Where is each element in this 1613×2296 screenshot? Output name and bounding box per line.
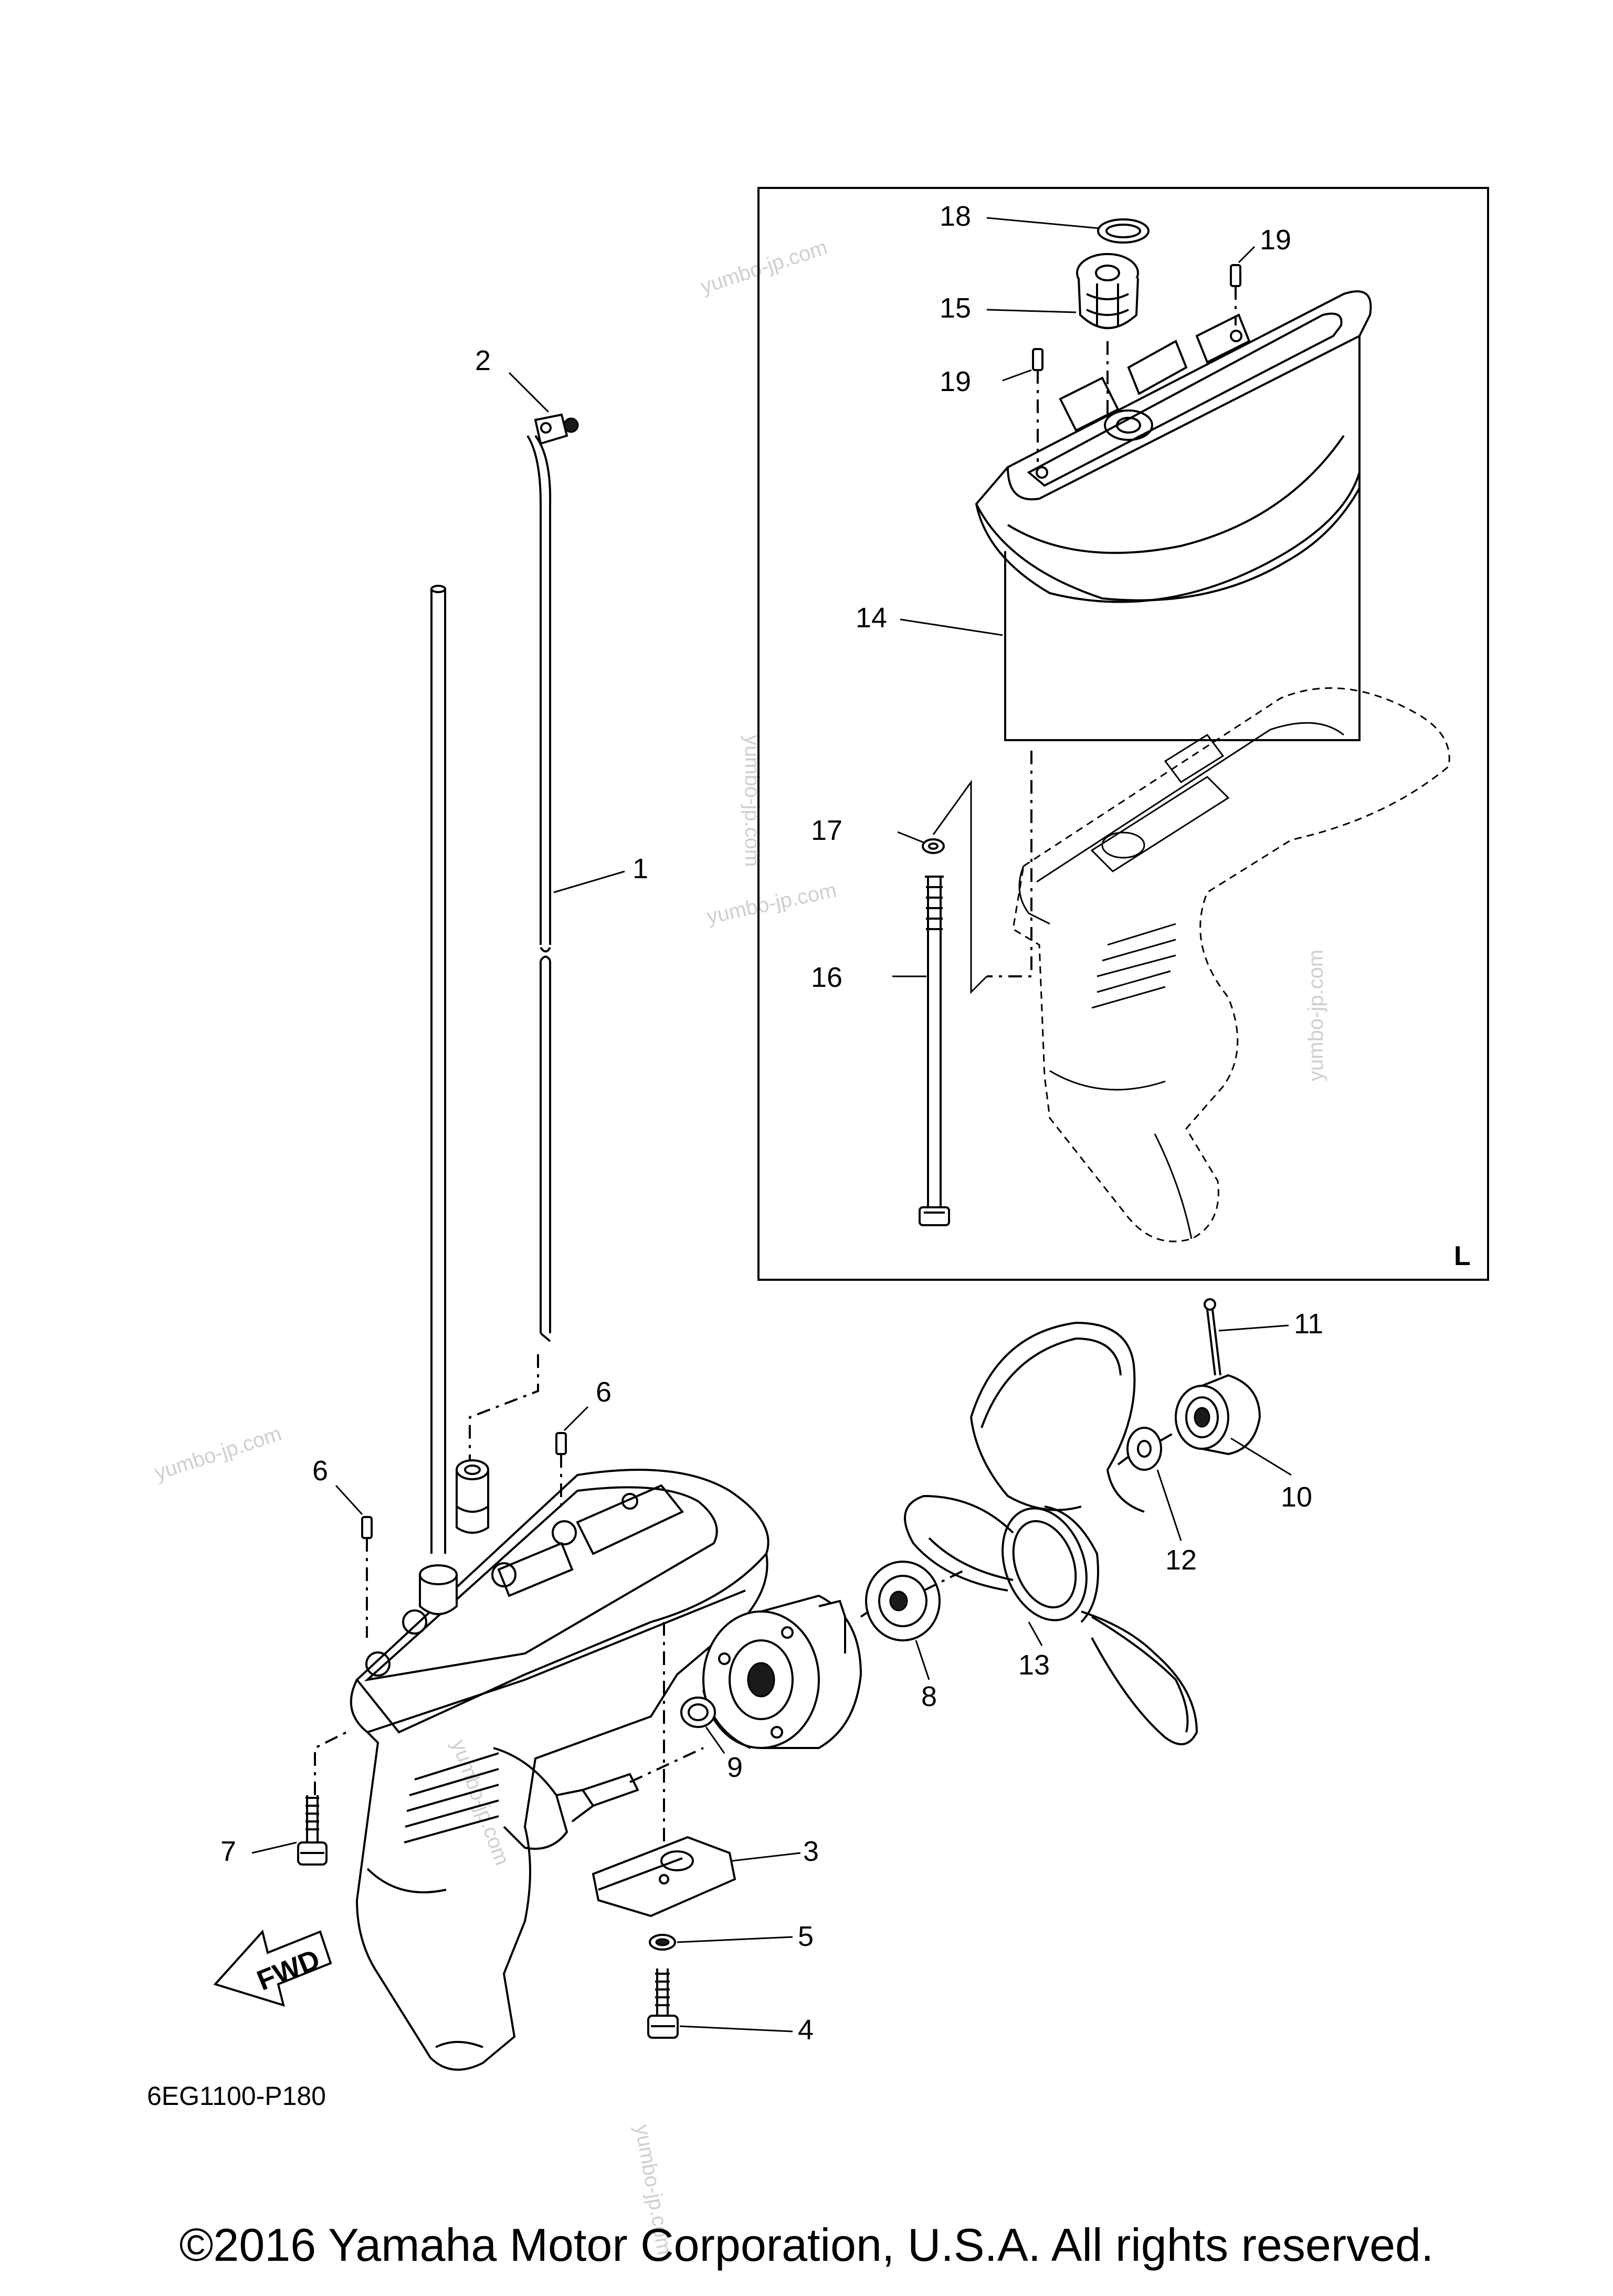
callout-11: 11 bbox=[1294, 1308, 1323, 1340]
callout-4: 4 bbox=[798, 2014, 814, 2046]
thrust-washer-part-8 bbox=[865, 1561, 941, 1641]
callout-19a: 19 bbox=[1260, 224, 1291, 256]
washer-part-17 bbox=[922, 838, 945, 854]
dowel-pin-part-19b bbox=[1032, 348, 1043, 371]
callout-6a: 6 bbox=[596, 1376, 612, 1408]
inset-tag: L bbox=[1454, 1241, 1471, 1271]
drive-shaft bbox=[430, 585, 446, 1554]
diagram-code: 6EG1100-P180 bbox=[147, 2081, 326, 2111]
callout-12: 12 bbox=[1165, 1544, 1197, 1576]
callout-5: 5 bbox=[798, 1921, 814, 1952]
callouts: 1 2 3 4 5 6 6 7 8 9 10 11 12 13 14 15 16… bbox=[220, 201, 1323, 2046]
watermark: yumbo-jp.com bbox=[152, 1422, 284, 1484]
grommet-part-15 bbox=[1076, 253, 1139, 329]
washer-part-9 bbox=[680, 1697, 716, 1728]
callout-18: 18 bbox=[940, 201, 971, 232]
inset-lower-unit-outline bbox=[1012, 687, 1450, 1242]
watermark: yumbo-jp.com bbox=[705, 879, 839, 929]
inset-frame bbox=[757, 187, 1489, 1281]
washer-part-5 bbox=[649, 1934, 676, 1951]
bolt-part-16 bbox=[919, 876, 950, 1226]
watermark: yumbo-jp.com bbox=[1304, 950, 1327, 1081]
drive-shaft-housing-part bbox=[975, 290, 1372, 741]
callout-15: 15 bbox=[940, 292, 971, 324]
callout-7: 7 bbox=[220, 1836, 236, 1867]
cotter-pin-part-11 bbox=[1204, 1298, 1221, 1376]
lower-unit-case bbox=[350, 1459, 769, 2071]
leader-lines bbox=[251, 217, 1292, 2032]
water-tube-part-1 bbox=[526, 435, 552, 1342]
watermark: yumbo-jp.com bbox=[447, 1736, 514, 1868]
callout-10: 10 bbox=[1281, 1481, 1312, 1513]
callout-1: 1 bbox=[632, 853, 648, 884]
callout-9: 9 bbox=[727, 1752, 743, 1783]
bolt-part-4 bbox=[647, 1968, 679, 2039]
copyright-notice: ©2016 Yamaha Motor Corporation, U.S.A. A… bbox=[179, 2219, 1434, 2271]
dowel-pin-part-6b bbox=[361, 1516, 373, 1539]
propeller-shaft-housing bbox=[702, 1594, 862, 1749]
forward-direction-arrow: FWD bbox=[213, 1929, 332, 2007]
watermark: yumbo-jp.com bbox=[741, 735, 764, 867]
callout-6b: 6 bbox=[312, 1455, 328, 1487]
tube-holder-part-2 bbox=[534, 413, 579, 445]
watermark: yumbo-jp.com bbox=[698, 236, 830, 298]
callout-17: 17 bbox=[811, 815, 842, 846]
dowel-pin-part-6a bbox=[555, 1432, 567, 1455]
callout-19b: 19 bbox=[940, 366, 971, 397]
propeller-part-13 bbox=[904, 1321, 1198, 1745]
callout-8: 8 bbox=[921, 1681, 937, 1712]
anode-part-3 bbox=[592, 1836, 736, 1918]
callout-3: 3 bbox=[803, 1836, 819, 1867]
callout-14: 14 bbox=[856, 602, 887, 634]
dowel-pin-part-19a bbox=[1230, 264, 1241, 287]
circlip-part-18 bbox=[1097, 218, 1150, 244]
callout-13: 13 bbox=[1018, 1649, 1050, 1681]
callout-2: 2 bbox=[475, 345, 491, 376]
bolt-part-7 bbox=[297, 1795, 328, 1866]
propeller-nut-part-10 bbox=[1175, 1374, 1261, 1456]
callout-16: 16 bbox=[811, 962, 842, 993]
washer-part-12 bbox=[1126, 1427, 1162, 1471]
